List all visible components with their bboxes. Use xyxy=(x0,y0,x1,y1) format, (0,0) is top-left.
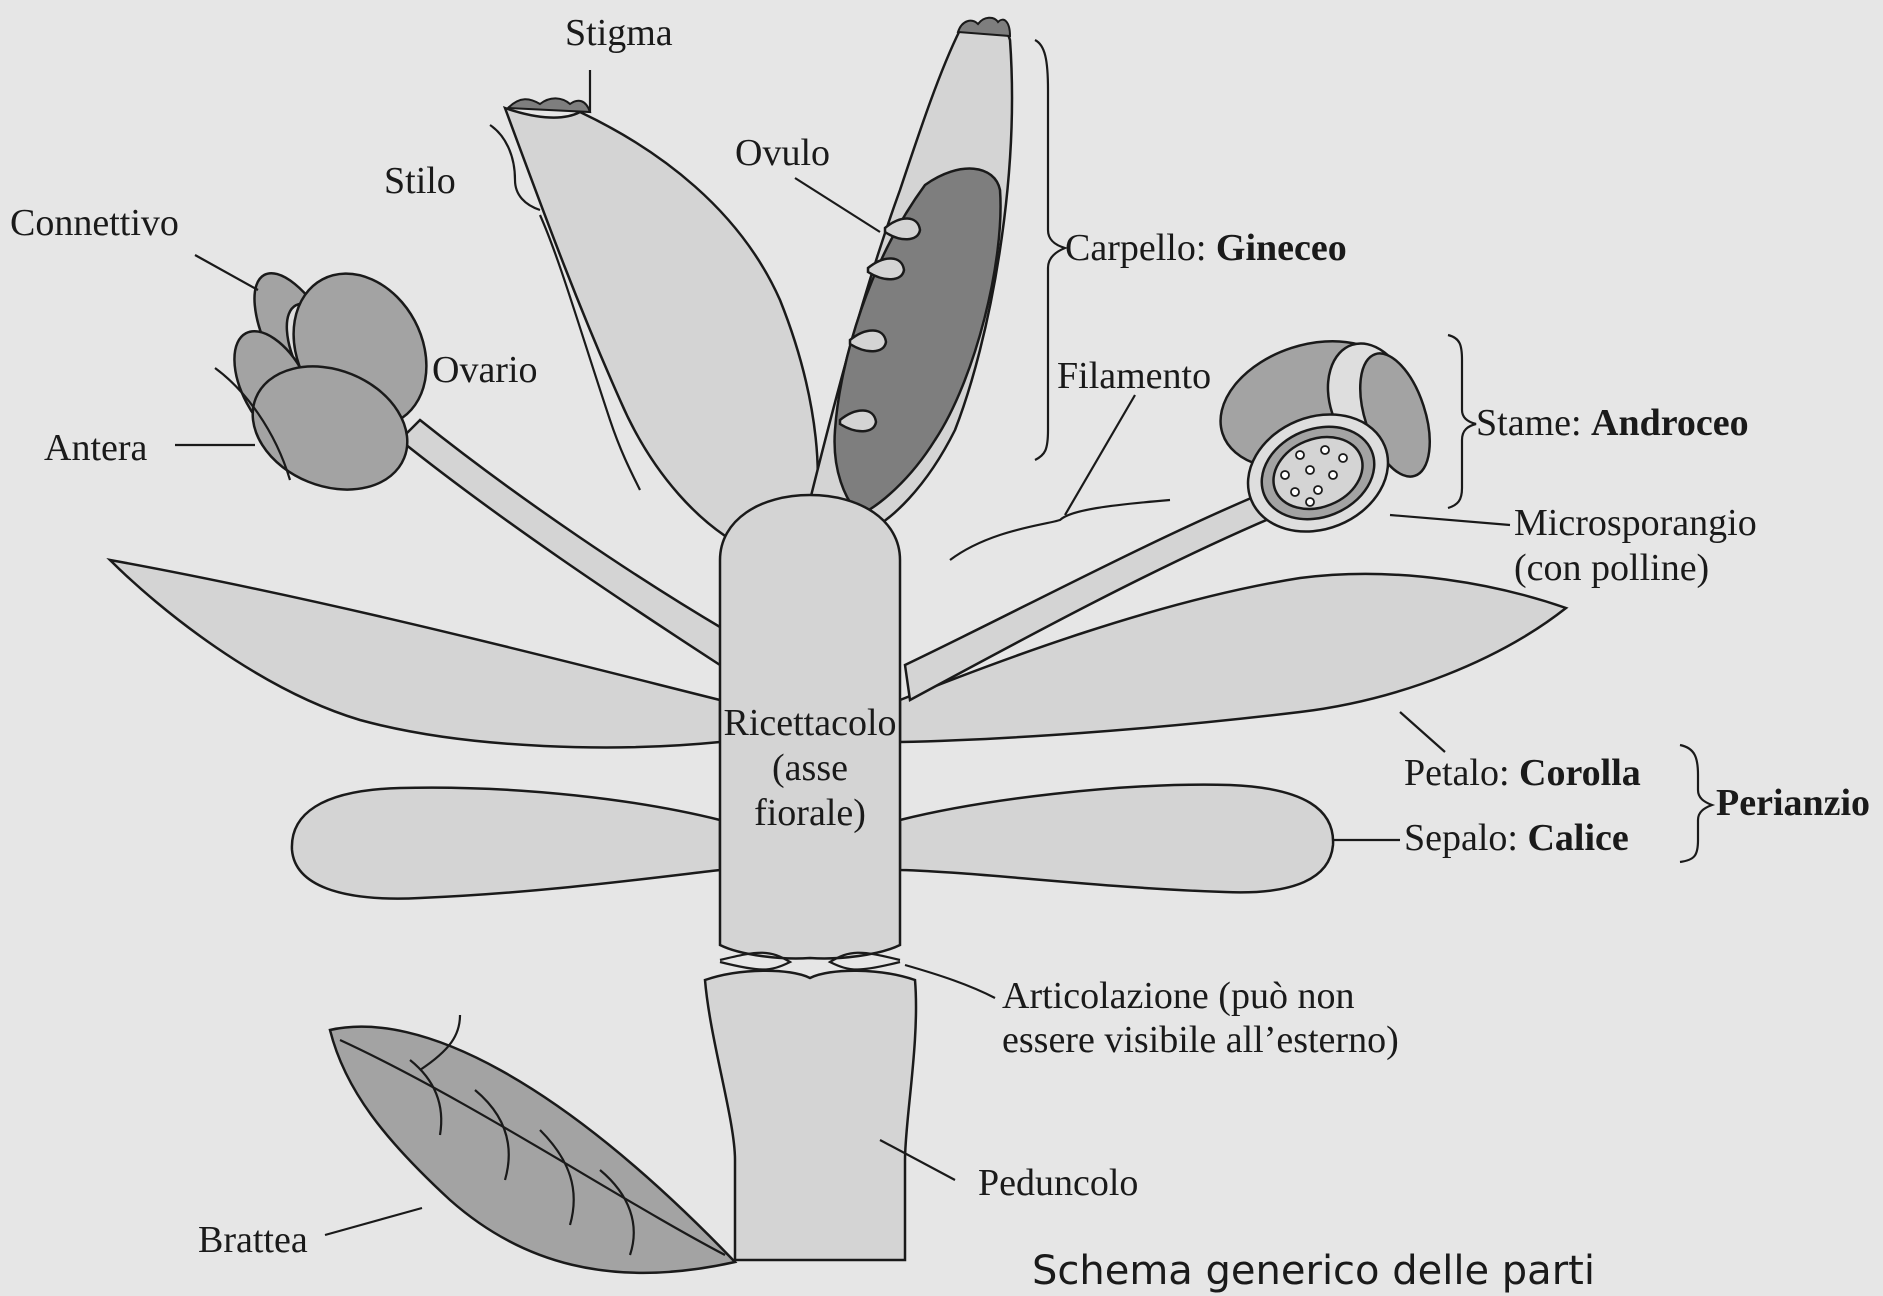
label-microsporangio-sub: (con polline) xyxy=(1514,547,1709,589)
label-articolazione-2: essere visibile all’esterno) xyxy=(1002,1019,1399,1061)
stigma-left xyxy=(508,98,590,112)
petal-right xyxy=(900,574,1566,742)
label-antera: Antera xyxy=(44,427,148,469)
label-filamento: Filamento xyxy=(1057,355,1211,397)
label-perianzio: Perianzio xyxy=(1716,782,1870,824)
stigma-right xyxy=(958,18,1010,36)
label-ricettacolo: Ricettacolo xyxy=(723,702,896,744)
sepal-left xyxy=(292,788,720,899)
diagram-caption: Schema generico delle parti xyxy=(1032,1248,1595,1294)
label-ovulo: Ovulo xyxy=(735,132,830,174)
label-peduncolo: Peduncolo xyxy=(978,1162,1138,1204)
label-stigma: Stigma xyxy=(565,12,673,54)
sepal-right xyxy=(900,785,1333,893)
label-ricettacolo-2: (asse xyxy=(772,747,848,789)
label-carpello: Carpello: Gineceo xyxy=(1065,227,1347,269)
label-articolazione: Articolazione (può non xyxy=(1002,975,1354,1017)
label-petalo: Petalo: Corolla xyxy=(1404,752,1641,794)
bract xyxy=(330,1015,735,1273)
label-ricettacolo-3: fiorale) xyxy=(754,792,866,834)
label-connettivo: Connettivo xyxy=(10,202,179,244)
label-stilo: Stilo xyxy=(384,160,456,202)
carpel-right xyxy=(810,18,1012,530)
label-brattea: Brattea xyxy=(198,1219,308,1261)
label-sepalo: Sepalo: Calice xyxy=(1404,817,1629,859)
label-ovario: Ovario xyxy=(432,349,538,391)
label-stame: Stame: Androceo xyxy=(1476,402,1749,444)
peduncle xyxy=(705,971,916,1260)
label-microsporangio: Microsporangio xyxy=(1514,502,1757,544)
